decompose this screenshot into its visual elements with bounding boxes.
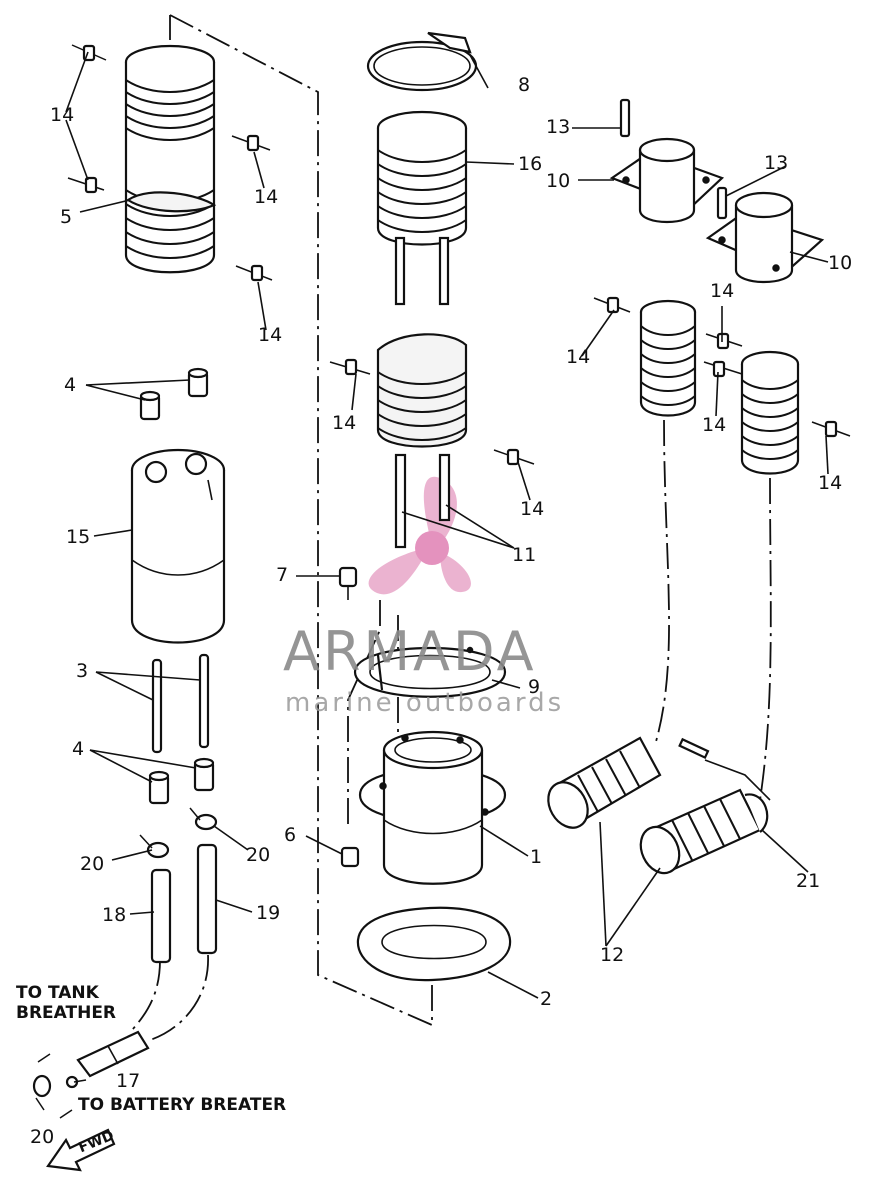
- note-to-battery-breather: TO BATTERY BREATER: [78, 1095, 287, 1115]
- part-4-sleeves-top: [139, 367, 209, 421]
- leader-lines: [65, 51, 829, 1083]
- callout-7: 7: [276, 564, 289, 586]
- callout-15: 15: [66, 526, 91, 548]
- callout-12: 12: [600, 944, 625, 966]
- part-16-cover: [376, 110, 468, 549]
- callout-14: 14: [520, 498, 545, 520]
- part-3-pins: [151, 653, 210, 754]
- part-12-boot-upper-right: [740, 350, 800, 475]
- part-12-boot-lower-right: [639, 788, 769, 875]
- part-13-studs: [619, 98, 728, 220]
- callout-11: 11: [512, 544, 537, 566]
- part-12-boot-upper-left: [639, 299, 697, 417]
- callout-4: 4: [72, 738, 85, 760]
- callout-14: 14: [702, 414, 727, 436]
- part-4-sleeves-bottom: [148, 757, 215, 805]
- callout-17: 17: [116, 1070, 141, 1092]
- callout-14: 14: [818, 472, 843, 494]
- callout-4: 4: [64, 374, 77, 396]
- part-17-connector: [37, 1030, 150, 1119]
- part-14-screws: [67, 44, 851, 466]
- part-6-nut: [340, 846, 360, 868]
- callout-13: 13: [546, 116, 571, 138]
- part-9-gasket: [353, 646, 507, 698]
- callout-16: 16: [518, 153, 543, 175]
- callout-14: 14: [332, 412, 357, 434]
- part-10-flange-right: [705, 191, 825, 284]
- callout-20: 20: [246, 844, 271, 866]
- part-8-clamp: [366, 31, 478, 92]
- callout-6: 6: [284, 824, 297, 846]
- callout-10: 10: [546, 170, 571, 192]
- callout-20: 20: [30, 1126, 55, 1148]
- callout-20: 20: [80, 853, 105, 875]
- callout-1: 1: [530, 846, 543, 868]
- callout-9: 9: [528, 676, 541, 698]
- part-20-clips: [32, 807, 218, 1111]
- note-to-tank-breather: TO TANK BREATHER: [16, 983, 117, 1023]
- callout-14: 14: [50, 104, 75, 126]
- part-5-cover: [124, 44, 217, 274]
- callout-19: 19: [256, 902, 281, 924]
- watermark-tagline: marine outboards: [285, 688, 565, 718]
- callout-14: 14: [254, 186, 279, 208]
- note-line: TO TANK: [16, 983, 99, 1003]
- part-7-bolt: [338, 566, 358, 600]
- callout-18: 18: [102, 904, 127, 926]
- part-2-gasket: [356, 906, 512, 982]
- callout-8: 8: [518, 74, 531, 96]
- part-10-flange-left: [609, 137, 725, 224]
- forward-arrow: [46, 1128, 116, 1172]
- watermark-brand-name: ARMADA: [283, 620, 537, 683]
- part-12-boot-lower-left: [547, 736, 662, 829]
- part-18-19-hoses: [150, 843, 218, 964]
- callout-5: 5: [60, 206, 73, 228]
- note-line: BREATHER: [16, 1002, 117, 1023]
- callout-14: 14: [710, 280, 735, 302]
- callout-13: 13: [764, 152, 789, 174]
- callout-2: 2: [540, 988, 553, 1010]
- callout-10: 10: [828, 252, 853, 274]
- part-1-housing: [358, 730, 507, 885]
- part-21-clamp: [678, 737, 771, 801]
- callout-14: 14: [566, 346, 591, 368]
- armada-propeller-logo: [368, 476, 471, 595]
- callout-3: 3: [76, 660, 89, 682]
- callout-14: 14: [258, 324, 283, 346]
- callout-21: 21: [796, 870, 821, 892]
- part-15-cover: [130, 448, 226, 644]
